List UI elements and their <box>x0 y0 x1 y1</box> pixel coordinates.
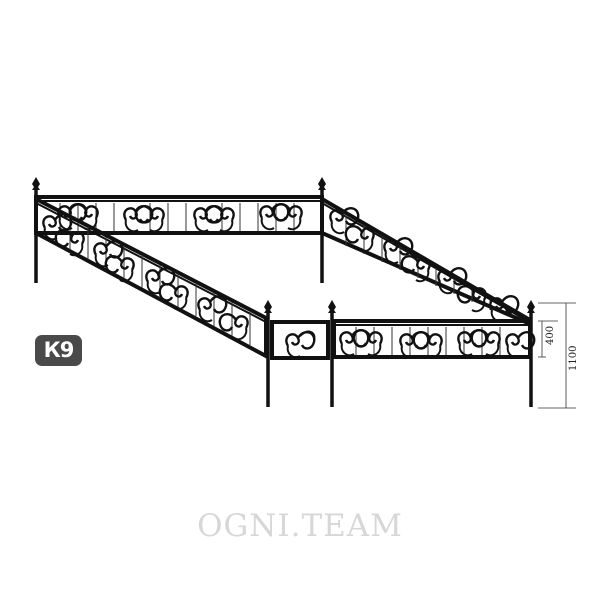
post-front-left <box>264 300 272 407</box>
model-badge: К9 <box>35 335 82 366</box>
post-front-right <box>527 300 535 407</box>
fence-posts <box>32 177 535 407</box>
post-back-right <box>318 177 326 283</box>
dimension-lines <box>538 302 576 409</box>
right-diagonal-fence-panel <box>320 195 532 328</box>
front-small-panel <box>270 320 330 360</box>
post-back-left <box>32 177 40 283</box>
front-fence-panel <box>332 319 536 359</box>
post-front-middle <box>328 300 336 407</box>
dimension-total-height: 1100 <box>568 346 579 371</box>
watermark: OGNI.TEAM <box>197 508 403 544</box>
back-fence-panel <box>34 195 324 235</box>
dimension-panel-height: 400 <box>545 326 556 345</box>
